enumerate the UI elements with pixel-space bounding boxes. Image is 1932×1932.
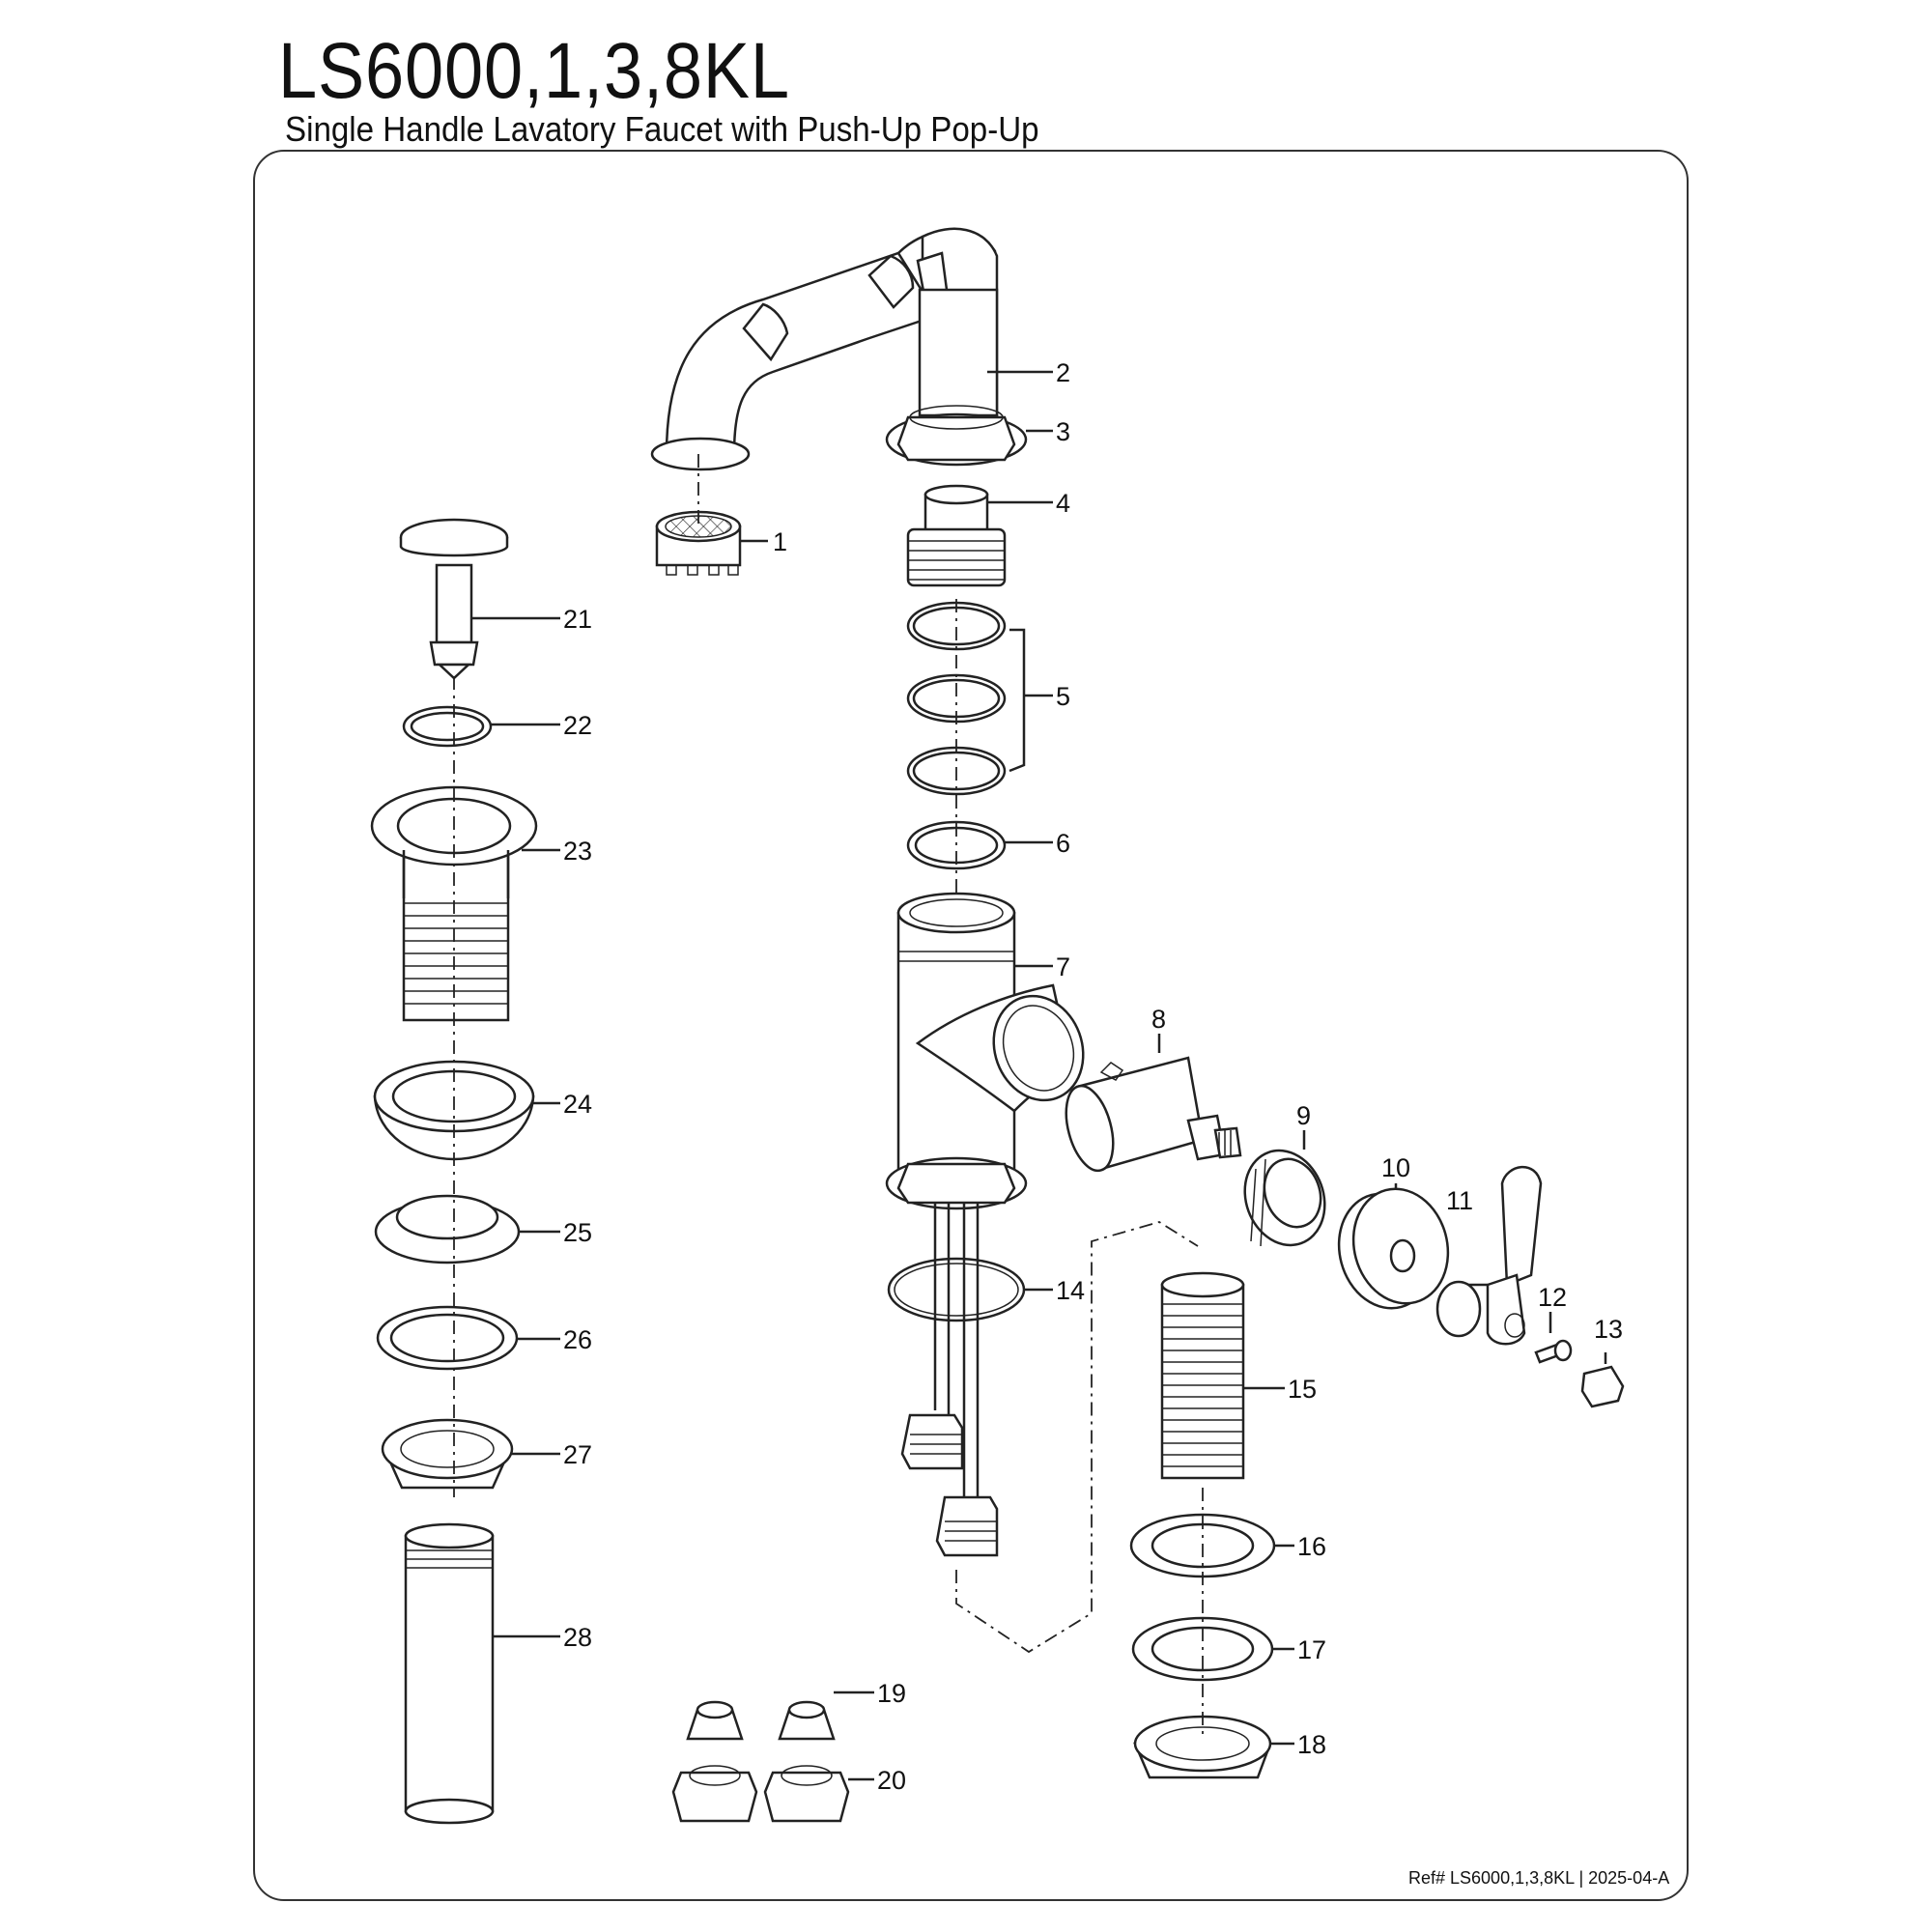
part-label-15: 15: [1288, 1375, 1317, 1404]
part-label-27: 27: [563, 1440, 592, 1469]
part-label-7: 7: [1056, 952, 1070, 981]
part-label-21: 21: [563, 605, 592, 634]
lever-handle-part-11: [1435, 1165, 1543, 1346]
set-screw-part-12: [1534, 1339, 1573, 1364]
part-label-1: 1: [773, 527, 787, 556]
bonnet-nut-part-9: [1243, 1149, 1326, 1247]
cap-part-10: [1337, 1187, 1450, 1310]
part-label-5: 5: [1056, 682, 1070, 711]
tailpiece-part-28: [404, 1522, 495, 1825]
compression-nut-part-20: [671, 1765, 850, 1823]
part-label-20: 20: [877, 1766, 906, 1795]
aerator-part-1: [655, 510, 742, 576]
button-part-13: [1580, 1365, 1625, 1408]
part-label-12: 12: [1538, 1283, 1567, 1312]
seal-part-22: [402, 705, 493, 748]
part-label-4: 4: [1056, 489, 1070, 518]
part-label-23: 23: [563, 837, 592, 866]
drain-nut-part-27: [381, 1418, 514, 1490]
part-label-17: 17: [1297, 1635, 1326, 1664]
shank-part-4: [906, 484, 1007, 587]
part-label-24: 24: [563, 1090, 592, 1119]
mounting-nut-part-18: [1133, 1715, 1272, 1779]
cartridge-part-8: [1065, 1056, 1242, 1173]
part-label-9: 9: [1296, 1101, 1311, 1130]
page-title: LS6000,1,3,8KL: [278, 27, 790, 115]
part-label-11: 11: [1446, 1186, 1473, 1215]
faucet-body-part-7: [885, 892, 1085, 1210]
flange-nut-part-3: [885, 405, 1028, 467]
o-rings-part-5: [906, 601, 1026, 796]
stopper-part-21: [399, 518, 509, 680]
part-label-18: 18: [1297, 1730, 1326, 1759]
part-label-28: 28: [563, 1623, 592, 1652]
part-label-19: 19: [877, 1679, 906, 1708]
gasket-supply-part-14: [887, 1203, 1026, 1557]
diagram-frame: [253, 150, 1689, 1901]
part-label-3: 3: [1056, 417, 1070, 446]
part-label-2: 2: [1056, 358, 1070, 387]
part-label-25: 25: [563, 1218, 592, 1247]
drain-body-part-23: [370, 785, 538, 1022]
leader-lines: [471, 370, 1607, 1781]
part-label-26: 26: [563, 1325, 592, 1354]
compression-sleeve-part-19: [686, 1700, 836, 1741]
threaded-rod-part-15: [1160, 1271, 1245, 1480]
part-label-13: 13: [1594, 1315, 1623, 1344]
part-label-6: 6: [1056, 829, 1070, 858]
washer-part-26: [376, 1305, 519, 1371]
part-label-14: 14: [1056, 1276, 1085, 1305]
part-label-8: 8: [1151, 1005, 1166, 1034]
part-label-16: 16: [1297, 1532, 1326, 1561]
spout-part-2: [650, 227, 999, 471]
part-label-22: 22: [563, 711, 592, 740]
reference-number: Ref# LS6000,1,3,8KL | 2025-04-A: [1408, 1868, 1670, 1888]
page-subtitle: Single Handle Lavatory Faucet with Push-…: [285, 109, 1039, 149]
part-labels: 1 2 3 4 5 6 7 8 9 10 11 12 13 14 15 16 1…: [563, 358, 1623, 1795]
part-label-10: 10: [1381, 1153, 1410, 1182]
rubber-washer-part-25: [374, 1194, 521, 1264]
